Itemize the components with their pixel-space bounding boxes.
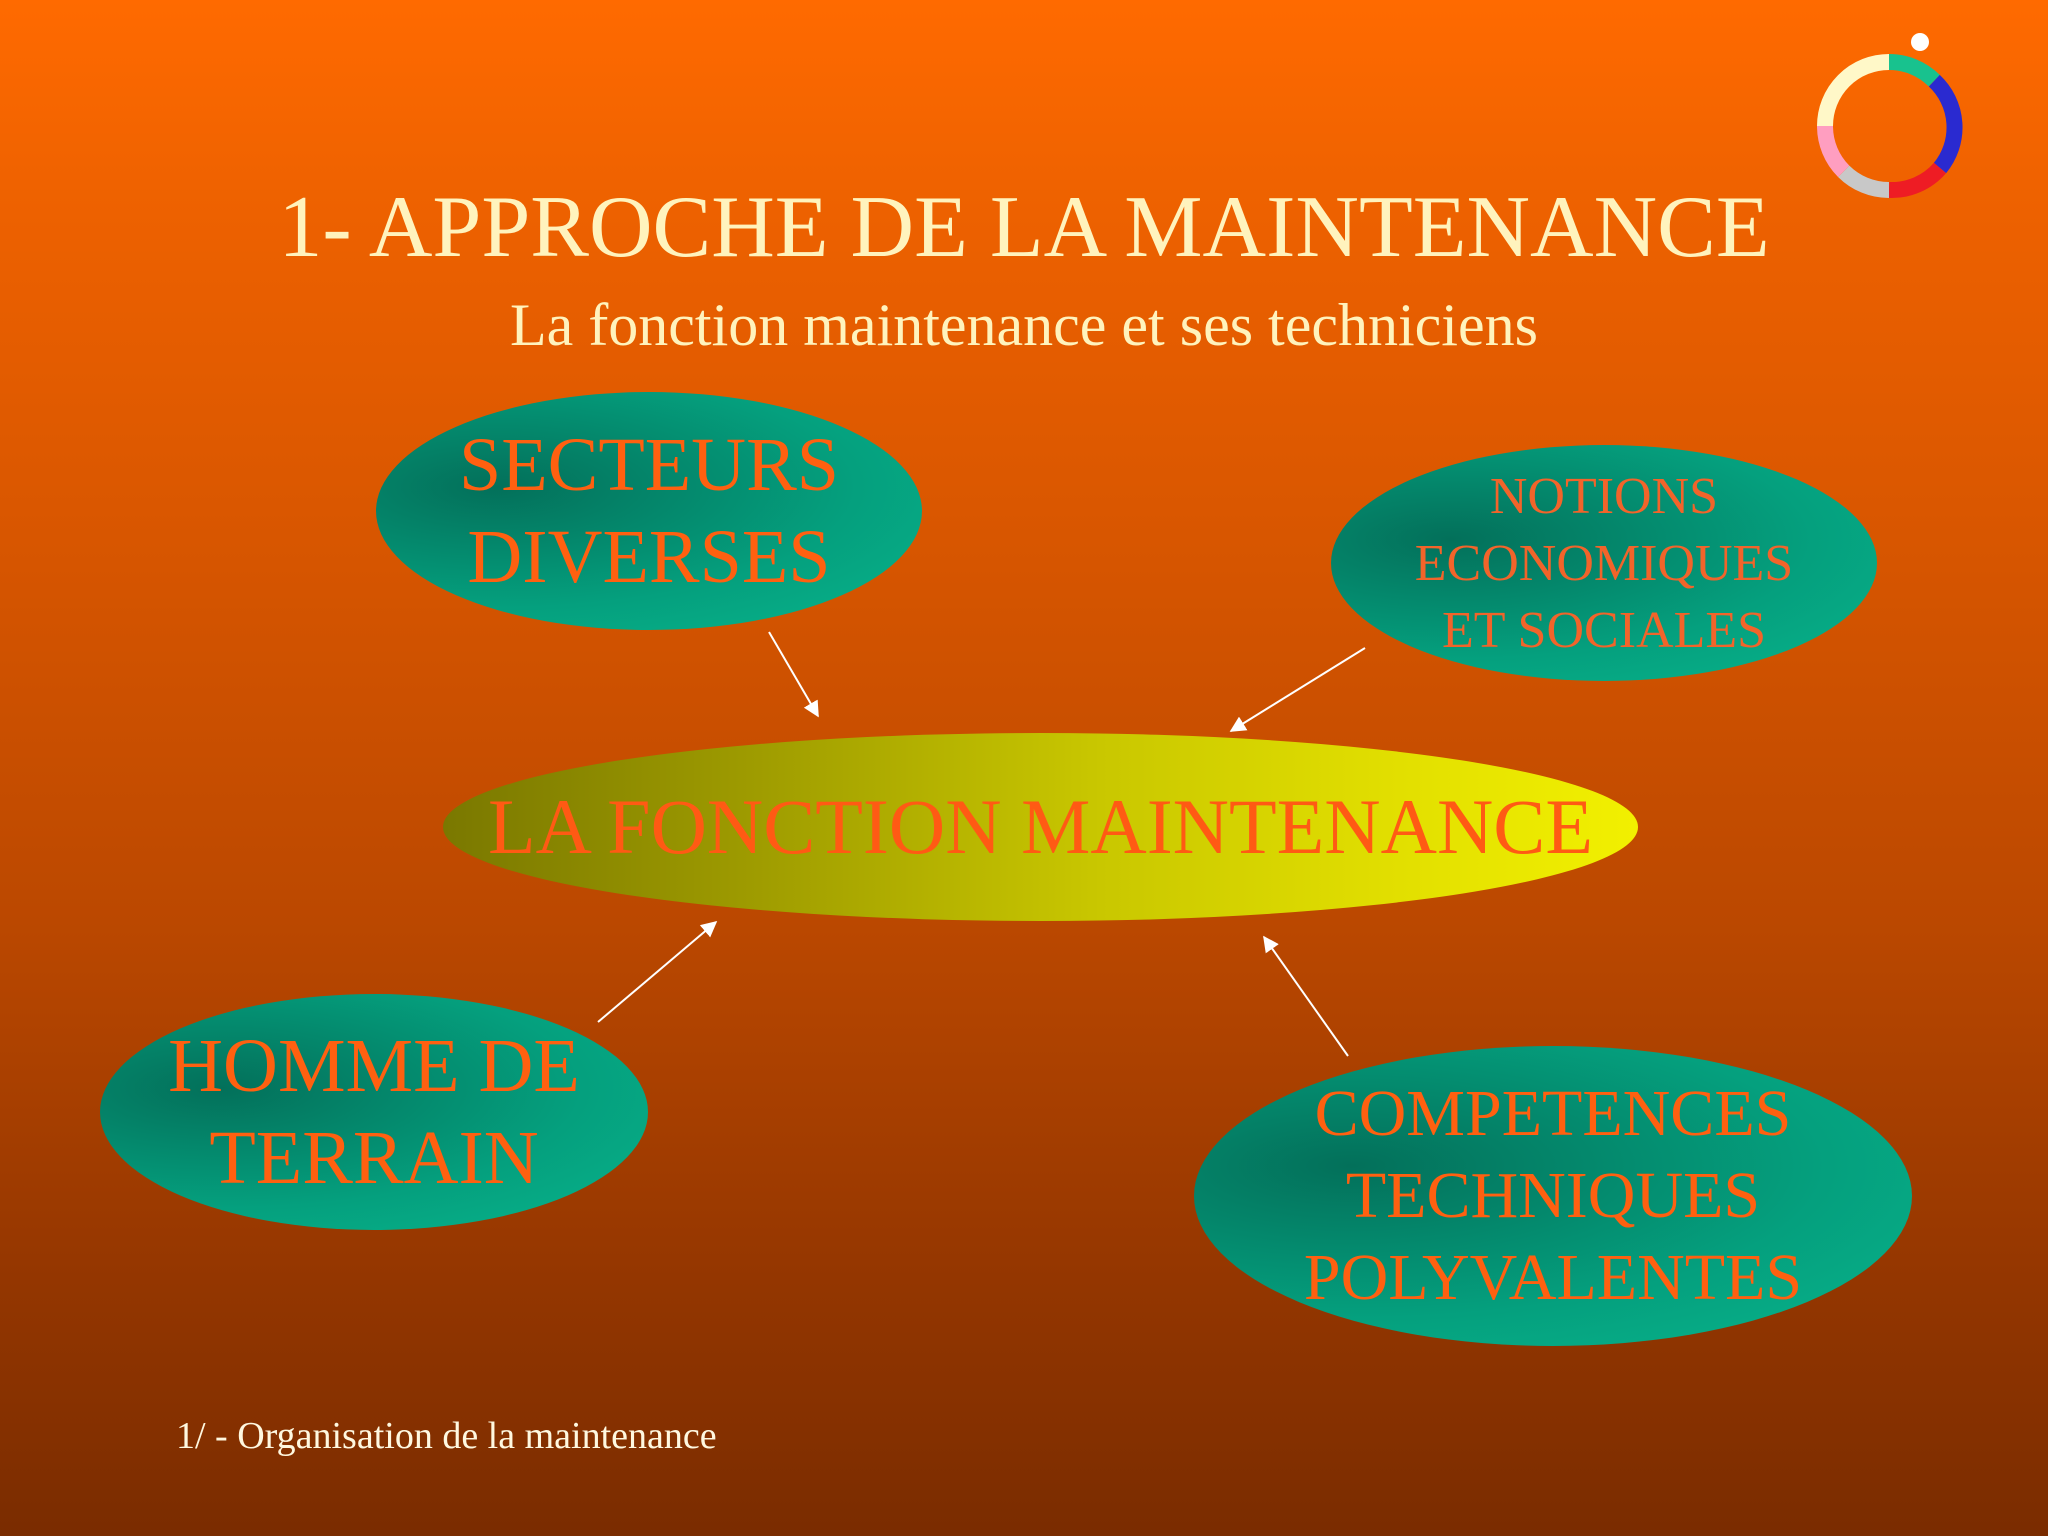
color-ring-logo-icon (1816, 33, 1963, 199)
arrow-secteurs (768, 631, 819, 718)
node-center-label: LA FONCTION MAINTENANCE (488, 783, 1593, 870)
arrow-homme (597, 920, 718, 1023)
node-secteurs-label: SECTEURS DIVERSES (458, 423, 840, 599)
node-notions-label: NOTIONS ECONOMIQUES ET SOCIALES (1414, 467, 1794, 659)
slide-footer: 1/ - Organisation de la maintenance (176, 1415, 717, 1457)
arrow-notions (1229, 647, 1366, 732)
node-homme-label: HOMME DE TERRAIN (168, 1024, 580, 1200)
node-notions-economiques: NOTIONS ECONOMIQUES ET SOCIALES (1331, 445, 1877, 681)
arrow-competences (1263, 935, 1349, 1057)
node-secteurs-diverses: SECTEURS DIVERSES (376, 392, 922, 630)
node-competences-techniques: COMPETENCES TECHNIQUES POLYVALENTES (1194, 1046, 1912, 1346)
slide-title: 1- APPROCHE DE LA MAINTENANCE (278, 179, 1770, 276)
node-homme-de-terrain: HOMME DE TERRAIN (100, 994, 648, 1230)
node-competences-label: COMPETENCES TECHNIQUES POLYVALENTES (1303, 1077, 1803, 1314)
node-fonction-maintenance: LA FONCTION MAINTENANCE (443, 733, 1638, 921)
slide-subtitle: La fonction maintenance et ses technicie… (510, 292, 1538, 358)
